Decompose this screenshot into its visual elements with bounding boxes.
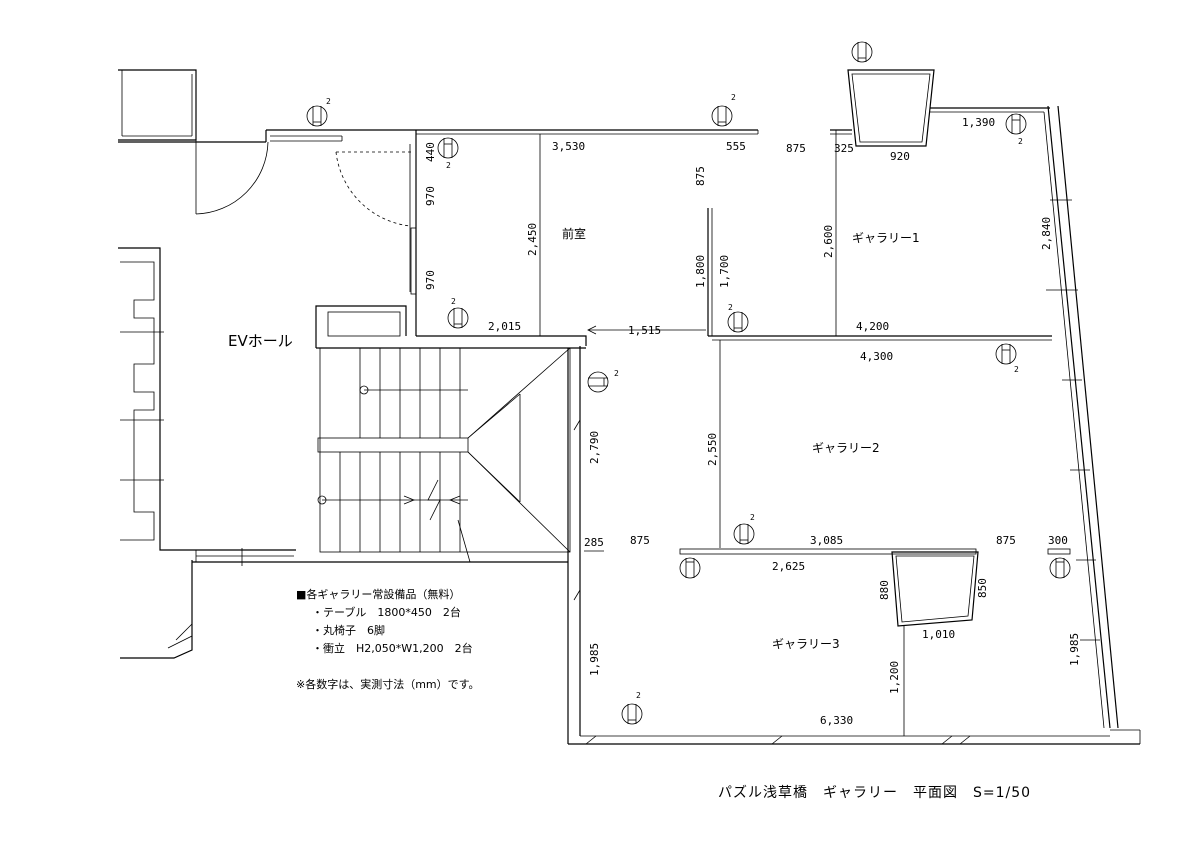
outlet-number: 2 bbox=[731, 93, 736, 102]
room-label-gallery3: ギャラリー3 bbox=[772, 637, 840, 651]
notes-footnote: ※各数字は、実測寸法（mm）です。 bbox=[296, 678, 480, 691]
dim-label: 1,985 bbox=[1068, 633, 1081, 666]
dim-label: 970 bbox=[424, 270, 437, 290]
outlet-icon bbox=[711, 105, 733, 127]
dim-label: 6,330 bbox=[820, 714, 853, 727]
outlet-numbers: 2 2 2 2 2 2 2 2 2 2 bbox=[326, 93, 1023, 700]
dim-label: 3,530 bbox=[552, 140, 585, 153]
dim-label: 1,200 bbox=[888, 661, 901, 694]
dim-label: 875 bbox=[996, 534, 1016, 547]
outlet-icon bbox=[679, 557, 701, 579]
outlet-number: 2 bbox=[1014, 365, 1019, 374]
dim-label: 2,840 bbox=[1040, 217, 1053, 250]
dim-label: 2,625 bbox=[772, 560, 805, 573]
dim-label: 1,800 bbox=[694, 255, 707, 288]
notes-item: ・テーブル 1800*450 2台 bbox=[312, 606, 461, 619]
dim-label: 3,085 bbox=[810, 534, 843, 547]
dim-label: 1,010 bbox=[922, 628, 955, 641]
outlet-number: 2 bbox=[446, 161, 451, 170]
notes-item: ・衝立 H2,050*W1,200 2台 bbox=[312, 642, 473, 655]
dimension-labels-vertical: 440 970 970 875 2,450 2,600 2,840 1,800 … bbox=[424, 142, 1081, 694]
outlet-number: 2 bbox=[636, 691, 641, 700]
dim-label: 2,015 bbox=[488, 320, 521, 333]
outlet-number: 2 bbox=[728, 303, 733, 312]
outlet-icon bbox=[733, 523, 755, 545]
outlet-icon bbox=[587, 371, 609, 393]
notes-item: ・丸椅子 6脚 bbox=[312, 624, 385, 637]
outlet-icon bbox=[851, 41, 873, 63]
dimension-lines bbox=[539, 130, 905, 736]
room-label-gallery2: ギャラリー2 bbox=[812, 441, 880, 455]
dim-label: 970 bbox=[424, 186, 437, 206]
outlet-icon bbox=[1049, 557, 1071, 579]
dim-label: 880 bbox=[878, 580, 891, 600]
dim-label: 920 bbox=[890, 150, 910, 163]
outlet-number: 2 bbox=[451, 297, 456, 306]
dim-label: 555 bbox=[726, 140, 746, 153]
outlet-icon bbox=[995, 343, 1017, 365]
equipment-notes: ■各ギャラリー常設備品（無料） ・テーブル 1800*450 2台 ・丸椅子 6… bbox=[296, 586, 480, 694]
dim-label: 285 bbox=[584, 536, 604, 549]
outlet-icon bbox=[306, 105, 328, 127]
dim-label: 1,515 bbox=[628, 324, 661, 337]
dim-label: 4,300 bbox=[860, 350, 893, 363]
dim-label: 300 bbox=[1048, 534, 1068, 547]
dim-label: 850 bbox=[976, 578, 989, 598]
room-label-front-room: 前室 bbox=[562, 226, 586, 241]
outlet-icon bbox=[1005, 113, 1027, 135]
room-label-gallery1: ギャラリー1 bbox=[852, 231, 920, 245]
dim-label: 440 bbox=[424, 142, 437, 162]
dim-label: 2,600 bbox=[822, 225, 835, 258]
dimension-labels: 3,530 555 875 325 920 1,390 2,015 1,515 … bbox=[488, 116, 1068, 727]
outlet-icon bbox=[437, 137, 459, 159]
dim-label: 875 bbox=[694, 166, 707, 186]
dim-label: 325 bbox=[834, 142, 854, 155]
room-label-ev-hall: EVホール bbox=[228, 332, 293, 350]
dim-label: 1,985 bbox=[588, 643, 601, 676]
notes-heading: ■各ギャラリー常設備品（無料） bbox=[296, 588, 461, 601]
outlet-icon bbox=[621, 703, 643, 725]
outlet-symbols bbox=[306, 41, 1071, 725]
staircase bbox=[317, 347, 571, 563]
dim-label: 875 bbox=[630, 534, 650, 547]
drawing-title: パズル浅草橋 ギャラリー 平面図 S=1/50 bbox=[718, 785, 1032, 801]
outlet-icon bbox=[447, 307, 469, 329]
dim-label: 2,550 bbox=[706, 433, 719, 466]
dim-label: 1,390 bbox=[962, 116, 995, 129]
dim-label: 1,700 bbox=[718, 255, 731, 288]
dim-label: 2,790 bbox=[588, 431, 601, 464]
outlet-number: 2 bbox=[614, 369, 619, 378]
front-room-walls bbox=[266, 129, 759, 349]
outlet-number: 2 bbox=[326, 97, 331, 106]
dim-label: 2,450 bbox=[526, 223, 539, 256]
ev-hall-walls bbox=[118, 69, 568, 659]
dim-label: 875 bbox=[786, 142, 806, 155]
dim-label: 4,200 bbox=[856, 320, 889, 333]
gallery-walls bbox=[567, 69, 1141, 745]
outlet-icon bbox=[727, 311, 749, 333]
outlet-number: 2 bbox=[750, 513, 755, 522]
outlet-number: 2 bbox=[1018, 137, 1023, 146]
